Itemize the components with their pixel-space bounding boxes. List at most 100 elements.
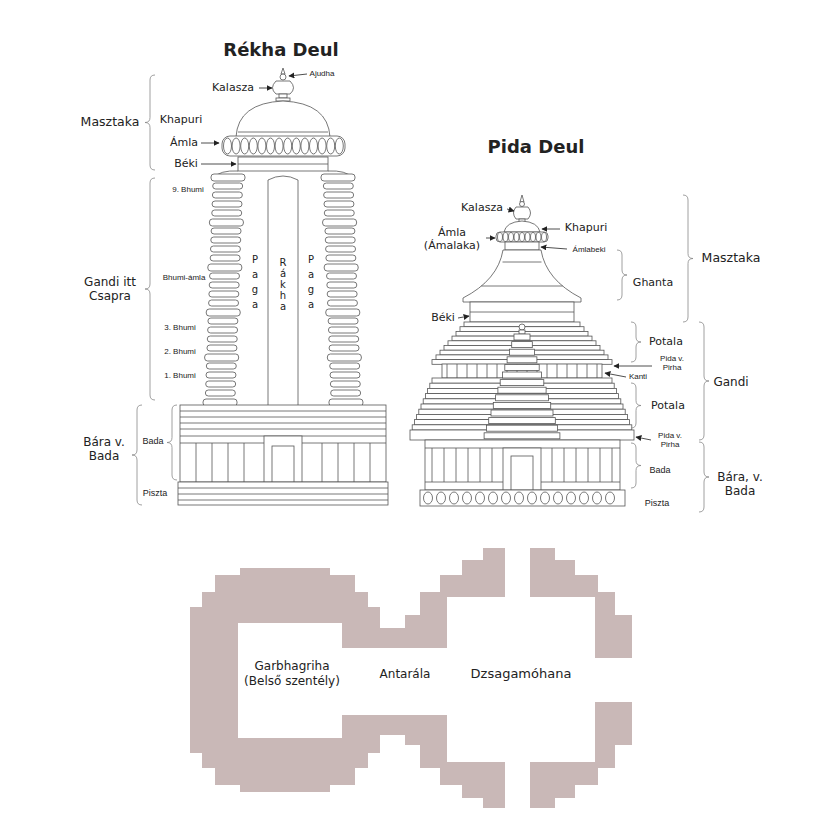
- kanti-tick: [577, 364, 578, 378]
- kanti-tick: [477, 364, 478, 378]
- bada-pilaster: [456, 448, 457, 482]
- part-label: Potala: [649, 336, 683, 349]
- curly-brace: [132, 405, 142, 505]
- amla-rib: [258, 138, 266, 154]
- amla-ring: [222, 136, 345, 156]
- bada-pilaster: [576, 448, 577, 482]
- bhumi-ring: [328, 327, 358, 333]
- piszta-pillar: [554, 492, 563, 504]
- piszta-molding: [178, 488, 388, 489]
- kanti-tick: [457, 364, 458, 378]
- part-label: Ámlabeki: [573, 245, 606, 254]
- amla-rib: [301, 138, 309, 154]
- piszta-pillar: [606, 492, 615, 504]
- bhumi-ring: [209, 300, 239, 306]
- bada-pilaster: [432, 448, 433, 482]
- beki-line: [238, 164, 328, 165]
- curly-brace: [631, 383, 641, 428]
- bhumi-ring: [324, 210, 354, 216]
- bhumi-ring: [209, 273, 239, 279]
- amla-ring: [496, 232, 548, 242]
- bada-pilaster: [322, 443, 323, 482]
- vertical-label: Rákha: [278, 257, 288, 312]
- amla-rib: [292, 138, 300, 154]
- amla-rib: [520, 233, 525, 242]
- amla-rib: [525, 233, 530, 242]
- bhumi-ring: [325, 228, 355, 234]
- kanti-tick: [547, 364, 548, 378]
- bhumi-ring: [212, 210, 242, 216]
- bhumi-ring: [212, 201, 242, 207]
- doorway-frame: [264, 436, 302, 482]
- leader-arrow: [636, 437, 651, 440]
- bada-pilaster: [444, 448, 445, 482]
- bada-pilaster: [228, 443, 229, 482]
- part-label: 1. Bhumi: [164, 371, 196, 380]
- amla-rib: [310, 138, 318, 154]
- beki-band: [238, 157, 328, 171]
- porch-tier: [507, 357, 537, 363]
- amla-rib: [224, 138, 232, 154]
- porch-tier: [484, 433, 560, 439]
- entrance-gap: [594, 658, 633, 702]
- bhumi-amla-disc: [205, 354, 239, 361]
- bhumi-ring: [327, 273, 357, 279]
- part-label: Gandi: [713, 376, 748, 390]
- leader-arrow: [605, 373, 626, 377]
- curly-brace: [699, 322, 709, 440]
- bada-pilaster: [244, 443, 245, 482]
- piszta-molding: [178, 494, 388, 495]
- entrance-gap: [505, 760, 530, 809]
- kanti-tick: [587, 364, 588, 378]
- bada-wall: [180, 405, 386, 482]
- leader-arrow: [201, 164, 236, 165]
- bhumi-amla-disc: [326, 309, 360, 316]
- kanti-tick: [447, 364, 448, 378]
- leader-arrow: [541, 247, 567, 249]
- leader-arrow: [259, 88, 272, 89]
- plan-room: Antarála: [376, 665, 435, 684]
- view-title: Rékha Deul: [223, 40, 338, 61]
- bhumi-ring: [205, 390, 235, 396]
- leader-arrow: [507, 209, 514, 211]
- amla-rib: [275, 138, 283, 154]
- khapuri-dome: [504, 221, 540, 232]
- part-label: Bára v. Bada: [80, 436, 128, 464]
- bhumi-ring: [211, 228, 241, 234]
- curly-brace: [699, 442, 709, 512]
- part-label: Khapuri: [160, 114, 202, 127]
- bhumi-ring: [326, 246, 356, 252]
- bada-pilaster: [588, 448, 589, 482]
- porch-tier: [491, 410, 553, 416]
- pida-deul-elevation: [410, 195, 634, 506]
- bada-wall: [425, 440, 620, 490]
- bhumi-amla-disc: [211, 174, 245, 181]
- bhumi-ring: [326, 255, 356, 261]
- piszta-pillar: [437, 492, 446, 504]
- part-label: Ghanta: [633, 277, 673, 290]
- bada-pilaster: [196, 443, 197, 482]
- porch-finial: [519, 330, 525, 334]
- part-label: Masztaka: [81, 115, 140, 129]
- kalasza-urn: [514, 207, 531, 219]
- part-label: Béki: [174, 158, 198, 171]
- ajudha-finial: [281, 68, 285, 74]
- kanti-tick: [557, 364, 558, 378]
- leader-arrow: [458, 316, 469, 318]
- amla-rib: [335, 138, 343, 154]
- potala-tier: [440, 350, 604, 355]
- khapuri-dome: [236, 101, 330, 137]
- bada-pilaster: [338, 443, 339, 482]
- ground-plan: [190, 547, 633, 809]
- piszta-pillar: [463, 492, 472, 504]
- piszta-pillar: [593, 492, 602, 504]
- porch-tier: [512, 342, 533, 348]
- part-label: 2. Bhumi: [164, 347, 196, 356]
- bhumi-ring: [330, 381, 360, 387]
- room-name: Garbhagriha (Belső szentély): [242, 659, 342, 689]
- kalasza-urn: [273, 81, 294, 94]
- finial: [520, 195, 524, 202]
- amla-rib: [241, 138, 249, 154]
